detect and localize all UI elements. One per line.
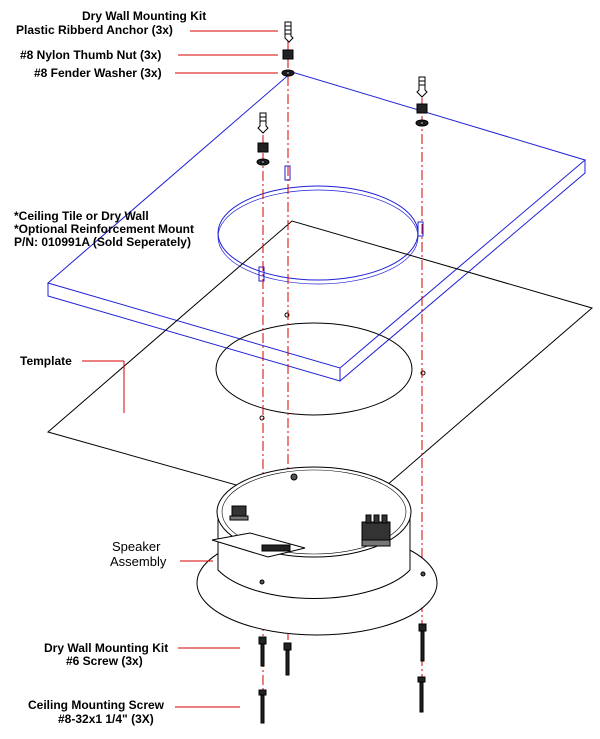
ceiling-screw-1 [258,689,267,724]
bottom-hardware [258,623,427,724]
thumb-nut-3 [416,103,428,114]
label-ceilscrew-line1: Ceiling Mounting Screw [28,698,165,712]
label-screw6-line2: #6 Screw (3x) [66,654,143,668]
number6-screw-1 [258,636,267,667]
label-speaker-line2: Assembly [110,554,167,569]
number6-screw-2 [283,642,292,676]
panel-ring [217,185,419,281]
number6-screw-3 [418,623,427,662]
label-ceiling-line2: *Optional Reinforcement Mount [14,222,194,236]
speaker-assembly [196,466,438,636]
ceiling-screw-2 [417,676,426,713]
label-ceiling-line1: *Ceiling Tile or Dry Wall [14,209,149,223]
top-hardware [256,21,429,166]
label-kit-line1: Dry Wall Mounting Kit [82,9,206,23]
connector [229,505,249,521]
terminal-block [361,514,391,547]
label-ceilscrew-line2: #8-32x1 1/4" (3X) [58,712,154,726]
callout-labels: Dry Wall Mounting Kit Plastic Ribberd An… [14,9,206,726]
ribbed-anchor-2 [257,112,269,134]
label-template: Template [20,354,72,368]
thumb-nut-2 [257,142,269,153]
label-kit-line2: Plastic Ribberd Anchor (3x) [16,23,173,37]
label-screw6-line1: Dry Wall Mounting Kit [44,641,168,655]
ribbed-anchor-1 [284,21,294,43]
label-fender-washer: #8 Fender Washer (3x) [34,66,162,80]
reinforcement-panel [46,71,587,382]
label-ceiling-line3: P/N: 010991A (Sold Seperately) [14,235,191,249]
thumb-nut-1 [282,49,294,60]
leader-lines [82,30,278,708]
label-thumb-nut: #8 Nylon Thumb Nut (3x) [20,48,161,62]
label-speaker-line1: Speaker [112,539,161,554]
template-cutout [215,322,413,416]
ribbed-anchor-3 [416,76,428,98]
